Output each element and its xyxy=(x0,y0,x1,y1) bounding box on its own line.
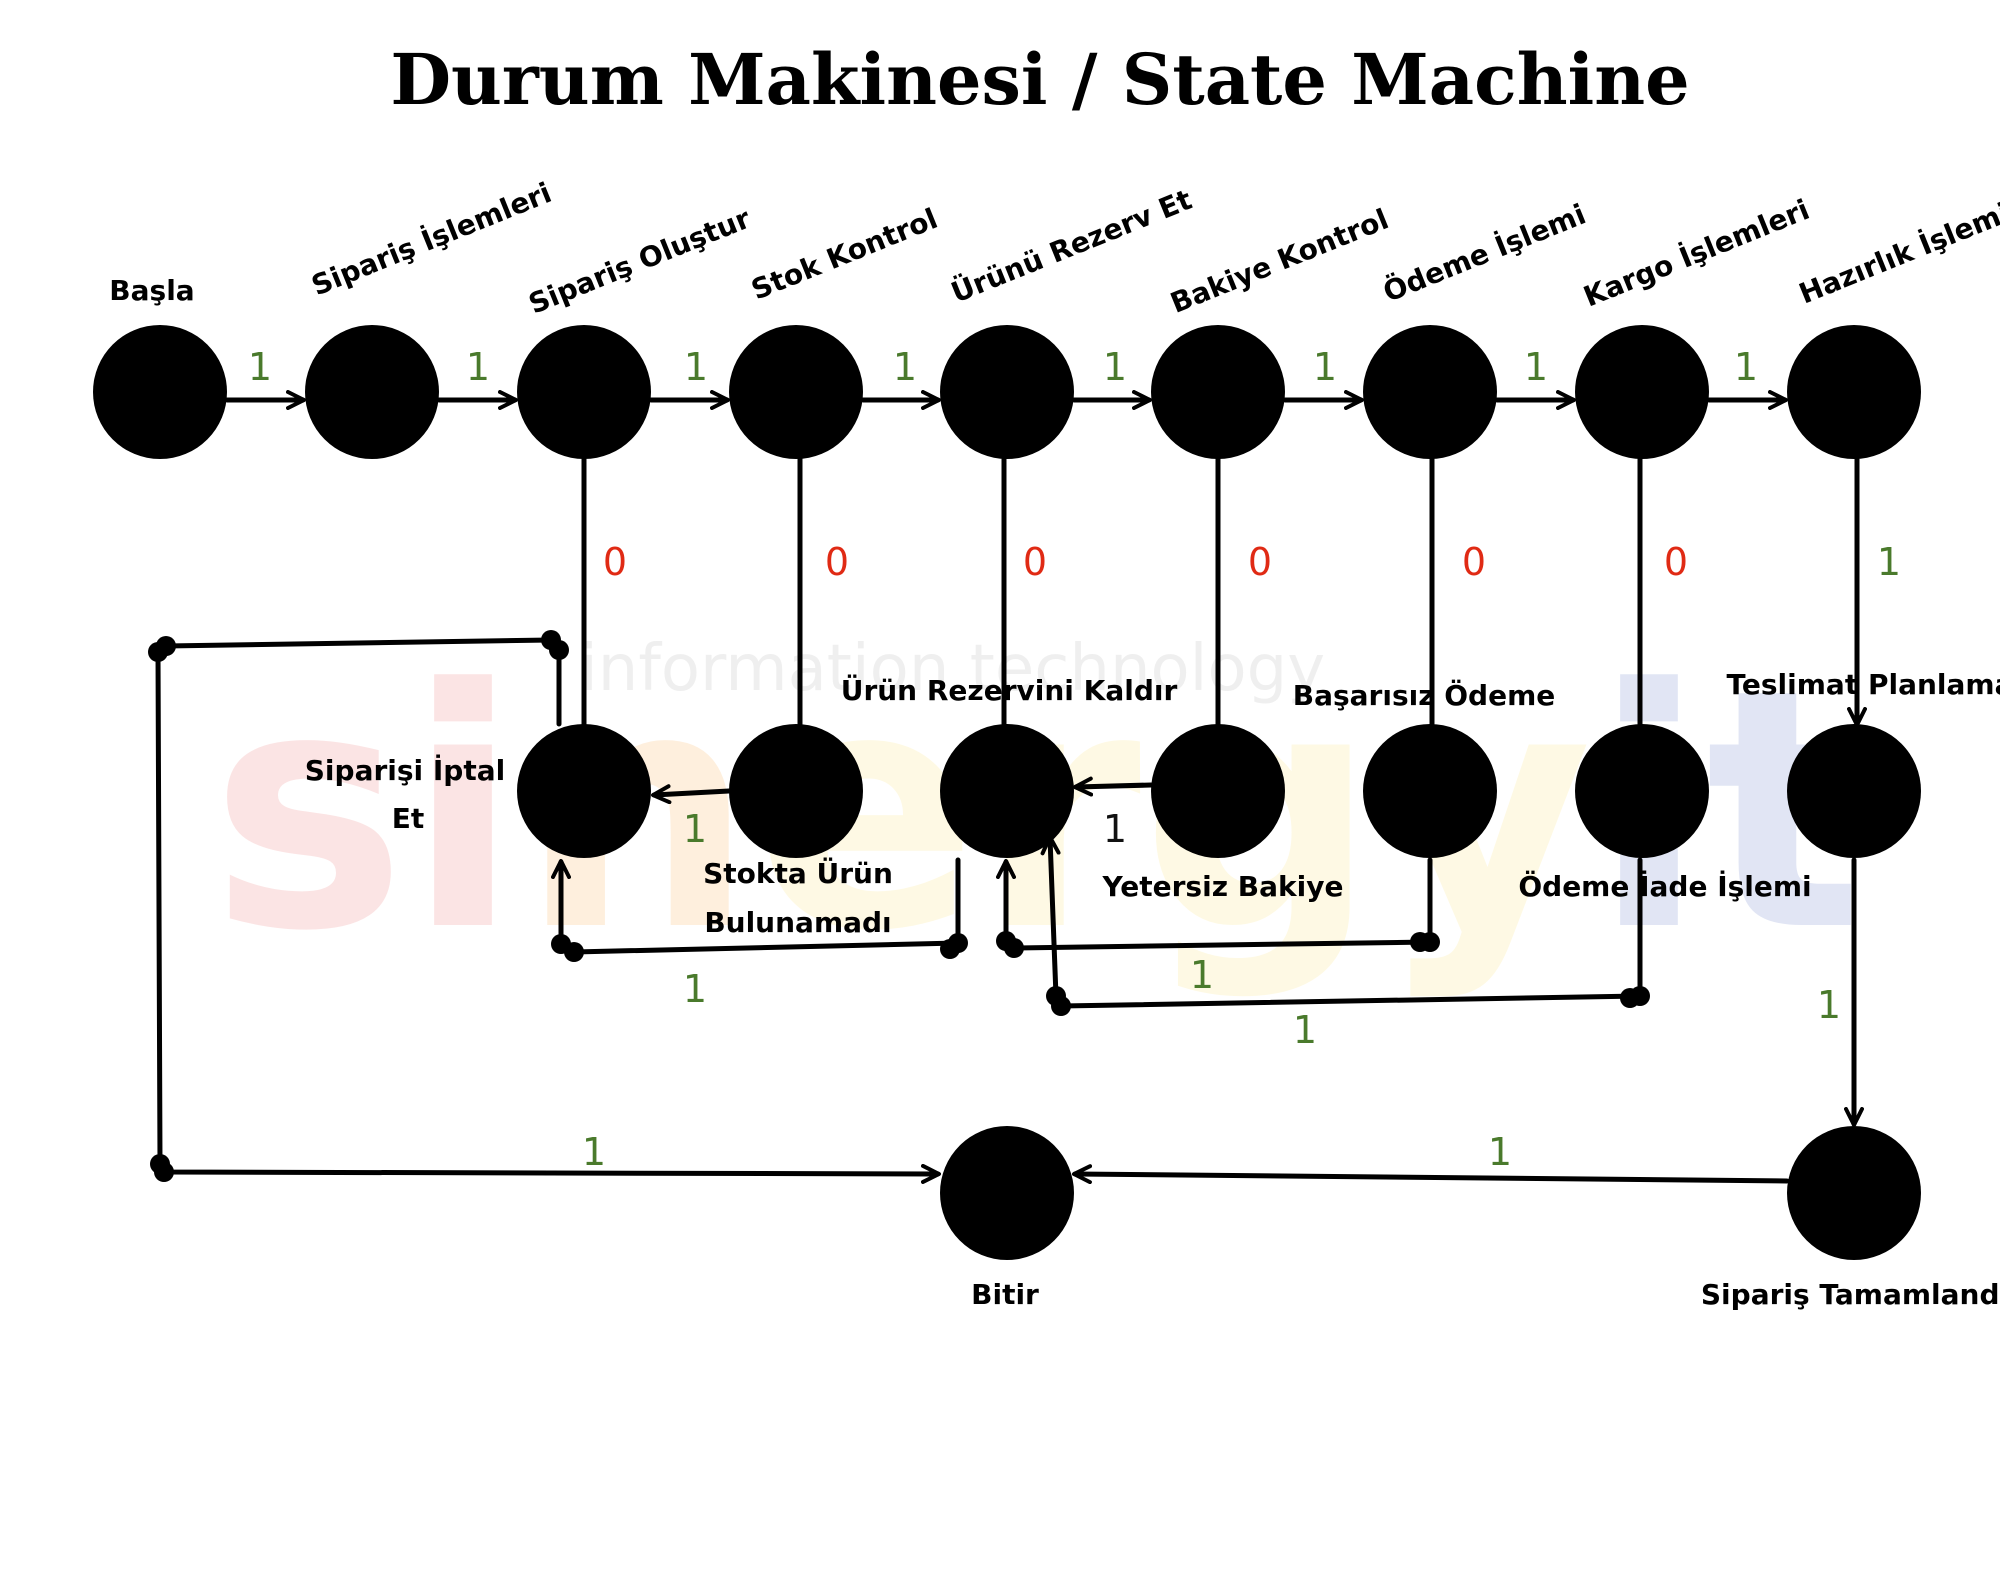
junction-dot xyxy=(1630,986,1650,1006)
state-urunu-rezerv-et xyxy=(940,325,1074,459)
junction-dot xyxy=(948,933,968,953)
edge-label-urunu-rezerv-et-to-bakiye-kontrol: 1 xyxy=(1103,345,1127,389)
state-yetersiz-bakiye xyxy=(1151,724,1285,858)
state-basarisiz-odeme xyxy=(1363,724,1497,858)
edge-label-urun-rezervini-kaldir-to-siparisi-iptal-et: 1 xyxy=(683,967,707,1011)
edge-label-siparis-islemleri-to-siparis-olustur: 1 xyxy=(466,345,490,389)
state-urun-rezervini-kaldir xyxy=(940,724,1074,858)
state-label-siparis-olustur: Sipariş Oluştur xyxy=(524,202,755,321)
edge-label-odeme-iade-islemi-to-urun-rezervini-kaldir: 1 xyxy=(1293,1008,1317,1052)
state-label-hazirlik-islemi: Hazırlık İşlemi xyxy=(1794,195,2000,310)
state-siparis-islemleri xyxy=(305,325,439,459)
edge-label-stok-kontrol-to-urunu-rezerv-et: 1 xyxy=(893,345,917,389)
edge-label-siparis-olustur-to-siparisi-iptal-et: 0 xyxy=(603,540,627,584)
edge-label-teslimat-planlama-to-siparis-tamamlandi: 1 xyxy=(1817,983,1841,1027)
edge-label-yetersiz-bakiye-to-urun-rezervini-kaldir: 1 xyxy=(1103,807,1127,851)
state-label-basla: Başla xyxy=(109,274,194,307)
junction-dot xyxy=(154,1162,174,1182)
junction-dot xyxy=(1051,996,1071,1016)
state-hazirlik-islemi xyxy=(1787,325,1921,459)
edge-label-basla-to-siparis-islemleri: 1 xyxy=(248,345,272,389)
junction-dot xyxy=(549,640,569,660)
transition-labels: 1 1 1 1 1 1 1 1 0 0 0 0 0 0 1 1 1 1 1 1 1 1 1 xyxy=(248,345,1901,1174)
edge-label-kargo-islemleri-to-odeme-iade-islemi: 0 xyxy=(1664,540,1688,584)
edge-stokta-urun-bulunamadi-to-siparisi-iptal-et xyxy=(651,784,732,805)
state-label-teslimat-planlama: Teslimat Planlama xyxy=(1727,668,2000,701)
state-label-bitir: Bitir xyxy=(971,1278,1039,1311)
state-label-siparis-tamamlandi: Sipariş Tamamlandı xyxy=(1701,1278,2000,1311)
state-label-stok-kontrol: Stok Kontrol xyxy=(747,202,943,307)
junction-dot xyxy=(1420,932,1440,952)
edge-label-stokta-urun-bulunamadi-to-siparisi-iptal-et: 1 xyxy=(683,807,707,851)
state-label-siparisi-iptal-et: Siparişi İptal xyxy=(305,753,505,787)
state-label-siparisi-iptal-et-line2: Et xyxy=(392,802,425,835)
state-nodes xyxy=(93,325,1921,1260)
junction-dots xyxy=(148,630,1650,1182)
state-label-kargo-islemleri: Kargo İşlemleri xyxy=(1578,192,1814,314)
edge-label-odeme-islemi-to-kargo-islemleri: 1 xyxy=(1524,345,1548,389)
edge-label-kargo-islemleri-to-hazirlik-islemi: 1 xyxy=(1734,345,1758,389)
diagram-title: Durum Makinesi / State Machine xyxy=(390,38,1689,121)
edge-label-bakiye-kontrol-to-odeme-islemi: 1 xyxy=(1313,345,1337,389)
state-stok-kontrol xyxy=(729,325,863,459)
edge-label-bakiye-kontrol-to-yetersiz-bakiye: 0 xyxy=(1248,540,1272,584)
edge-label-siparis-tamamlandi-to-bitir: 1 xyxy=(1488,1130,1512,1174)
watermark-tagline: information technology xyxy=(580,632,1325,706)
state-label-yetersiz-bakiye: Yetersiz Bakiye xyxy=(1102,870,1344,903)
edge-label-siparis-olustur-to-stok-kontrol: 1 xyxy=(684,345,708,389)
state-label-bakiye-kontrol: Bakiye Kontrol xyxy=(1166,202,1393,319)
state-label-stokta-urun-bulunamadi-line2: Bulunamadı xyxy=(704,906,891,939)
state-siparis-tamamlandi xyxy=(1787,1126,1921,1260)
state-label-stokta-urun-bulunamadi: Stokta Ürün xyxy=(703,856,893,890)
state-label-urun-rezervini-kaldir: Ürün Rezervini Kaldır xyxy=(841,673,1178,707)
edge-siparis-tamamlandi-to-bitir xyxy=(1072,1164,1790,1185)
state-bitir xyxy=(940,1126,1074,1260)
state-siparis-olustur xyxy=(517,325,651,459)
edge-label-urunu-rezerv-et-to-urun-rezervini-kaldir: 0 xyxy=(1023,540,1047,584)
state-label-odeme-islemi: Ödeme İşlemi xyxy=(1378,197,1590,309)
state-basla xyxy=(93,325,227,459)
state-label-odeme-iade-islemi: Ödeme İade İşlemi xyxy=(1518,869,1811,903)
junction-dot xyxy=(1004,938,1024,958)
edge-label-hazirlik-islemi-to-teslimat-planlama: 1 xyxy=(1877,540,1901,584)
state-odeme-islemi xyxy=(1363,325,1497,459)
edge-label-siparisi-iptal-et-to-bitir: 1 xyxy=(582,1130,606,1174)
state-label-basarisiz-odeme: Başarısız Ödeme xyxy=(1293,678,1556,712)
state-stokta-urun-bulunamadi xyxy=(729,724,863,858)
junction-dot xyxy=(564,942,584,962)
state-siparisi-iptal-et xyxy=(517,724,651,858)
state-teslimat-planlama xyxy=(1787,724,1921,858)
state-label-urunu-rezerv-et: Ürünü Rezerv Et xyxy=(946,182,1196,310)
junction-dot xyxy=(148,642,168,662)
state-label-siparis-islemleri: Sipariş İşlemleri xyxy=(306,175,556,302)
edge-label-stok-kontrol-to-stokta-urun-bulunamadi: 0 xyxy=(825,540,849,584)
edge-yetersiz-bakiye-to-urun-rezervini-kaldir xyxy=(1073,776,1154,797)
state-odeme-iade-islemi xyxy=(1575,724,1709,858)
edge-label-odeme-islemi-to-basarisiz-odeme: 0 xyxy=(1462,540,1486,584)
edge-label-basarisiz-odeme-to-urun-rezervini-kaldir: 1 xyxy=(1190,953,1214,997)
state-kargo-islemleri xyxy=(1575,325,1709,459)
state-bakiye-kontrol xyxy=(1151,325,1285,459)
